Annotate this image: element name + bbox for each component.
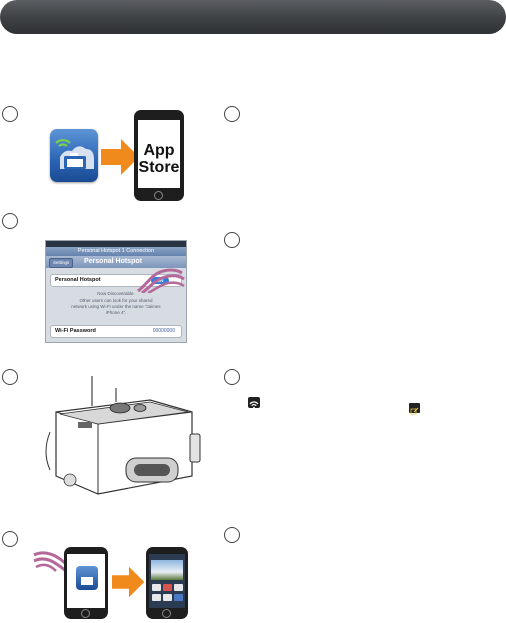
step-circle-5 <box>2 369 18 385</box>
app-store-line1: App <box>143 142 175 159</box>
control-button-1[interactable] <box>152 584 161 591</box>
note-line-1: Now Discoverable. <box>97 291 135 296</box>
ios-nav-bar: Settings Personal Hotspot <box>46 256 186 268</box>
step-circle-4 <box>224 232 240 248</box>
step-circle-1 <box>2 106 18 122</box>
step-circle-2 <box>224 106 240 122</box>
home-button-icon-3 <box>162 609 171 618</box>
step-circle-8 <box>224 527 240 543</box>
camera-view-screen <box>149 554 185 608</box>
wifi-icon <box>248 397 260 409</box>
ios-status-bar <box>46 241 186 247</box>
step-circle-7 <box>2 531 18 547</box>
home-button-icon-2 <box>81 609 90 618</box>
share-icon <box>409 403 420 415</box>
home-button-icon <box>154 191 163 200</box>
app-store-phone: App Store <box>134 110 184 201</box>
control-button-5[interactable] <box>163 594 172 601</box>
settings-back-button[interactable]: Settings <box>49 258 74 268</box>
wifi-password-label: Wi-Fi Password <box>55 328 96 334</box>
arrow-right-icon <box>101 139 139 175</box>
step-circle-6 <box>224 369 240 385</box>
note-line-4: iPhone 4". <box>105 310 127 315</box>
control-button-4[interactable] <box>152 594 161 601</box>
camera-app-small-icon[interactable] <box>76 566 98 590</box>
control-button-6[interactable] <box>174 594 183 601</box>
ios-window-title: Personal Hotspot 1 Connection <box>46 247 186 256</box>
arrow-right-icon-2 <box>112 566 145 598</box>
wifi-password-row[interactable]: Wi-Fi Password 00000000 <box>50 325 182 338</box>
control-button-2[interactable] <box>163 584 172 591</box>
note-line-2: Other users can look for your shared <box>79 298 153 303</box>
phone-camera-view <box>146 547 188 619</box>
phone-with-app-screen <box>67 554 105 608</box>
live-view-image <box>151 560 183 580</box>
camera-illustration <box>45 376 201 495</box>
wifi-password-value: 00000000 <box>152 328 175 334</box>
app-store-label: App Store <box>138 142 180 176</box>
control-button-3[interactable] <box>174 584 183 591</box>
note-line-3: network using Wi-Fi under the name "Jaim… <box>71 304 161 309</box>
tap-hand-icon <box>137 268 185 293</box>
hotspot-label: Personal Hotspot <box>55 277 101 283</box>
header-bar <box>0 0 506 34</box>
phone-with-app <box>64 547 108 619</box>
step-circle-3 <box>2 213 18 229</box>
phone-screen: App Store <box>138 120 180 188</box>
camera-app-icon <box>50 129 98 182</box>
ios-hotspot-screen: Personal Hotspot 1 Connection Settings P… <box>45 240 187 343</box>
app-store-line2: Store <box>138 159 180 176</box>
ios-nav-title: Personal Hotspot <box>84 258 142 265</box>
